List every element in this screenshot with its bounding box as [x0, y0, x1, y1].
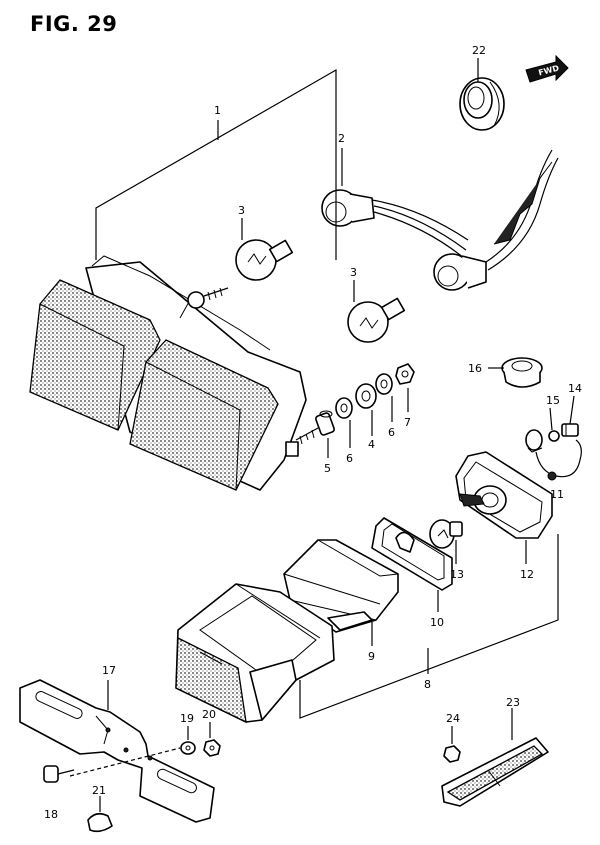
callout-8: 8 [424, 678, 431, 691]
callout-1: 1 [214, 104, 221, 117]
part-2-socket-harness [321, 149, 559, 291]
part-19-washer [180, 741, 196, 755]
callout-22: 22 [472, 44, 486, 57]
callout-15: 15 [546, 394, 560, 407]
callout-5: 5 [324, 462, 331, 475]
part-16-grommet [501, 357, 543, 388]
part-10-gasket [371, 517, 453, 591]
part-8-reflector-housing [175, 583, 335, 724]
part-6-washer-a [335, 397, 353, 419]
callout-6b: 6 [388, 426, 395, 439]
part-11-socket-lead [525, 429, 582, 481]
callout-12: 12 [520, 568, 534, 581]
part-13-bulb [429, 519, 463, 549]
part-9-lens-cover [283, 539, 399, 633]
part-12-license-lamp-housing [455, 451, 553, 539]
part-15-washer [548, 430, 560, 442]
part-1-tail-lamp-assembly [29, 255, 319, 491]
leader-lines [69, 58, 575, 812]
callout-9: 9 [368, 650, 375, 663]
part-21-clip [87, 812, 113, 833]
callout-18: 18 [44, 808, 58, 821]
part-3-bulb-lower [347, 297, 406, 343]
callout-17: 17 [102, 664, 116, 677]
mounting-stud-lower [285, 427, 319, 457]
part-7-nut [395, 363, 415, 385]
mounting-stud-upper [187, 287, 229, 309]
part-14-screw [561, 423, 579, 437]
callout-2: 2 [338, 132, 345, 145]
callout-14: 14 [568, 382, 582, 395]
callout-24: 24 [446, 712, 460, 725]
callout-3a: 3 [238, 204, 245, 217]
callout-10: 10 [430, 616, 444, 629]
callout-labels: 1 2 3 3 4 5 6 6 7 8 9 10 11 12 13 14 15 … [44, 44, 582, 821]
callout-16: 16 [468, 362, 482, 375]
callout-19: 19 [180, 712, 194, 725]
fwd-arrow-icon: FWD [525, 54, 569, 83]
callout-20: 20 [202, 708, 216, 721]
part-4-cushion [355, 383, 377, 409]
figure-title: FIG. 29 [30, 12, 118, 36]
part-24-nut [443, 745, 461, 763]
part-17-license-bracket [19, 679, 215, 823]
part-22-grommet [459, 77, 505, 131]
callout-3b: 3 [350, 266, 357, 279]
part-23-side-reflector [441, 737, 549, 807]
part-18-bolt [43, 765, 75, 783]
callout-7: 7 [404, 416, 411, 429]
callout-21: 21 [92, 784, 106, 797]
callout-23: 23 [506, 696, 520, 709]
callout-6a: 6 [346, 452, 353, 465]
part-5-spacer [315, 410, 335, 436]
callout-4: 4 [368, 438, 375, 451]
part-20-nut [203, 739, 221, 757]
callout-13: 13 [450, 568, 464, 581]
part-6-washer-b [375, 373, 393, 395]
part-3-bulb-upper [235, 239, 294, 281]
callout-11: 11 [550, 488, 564, 501]
